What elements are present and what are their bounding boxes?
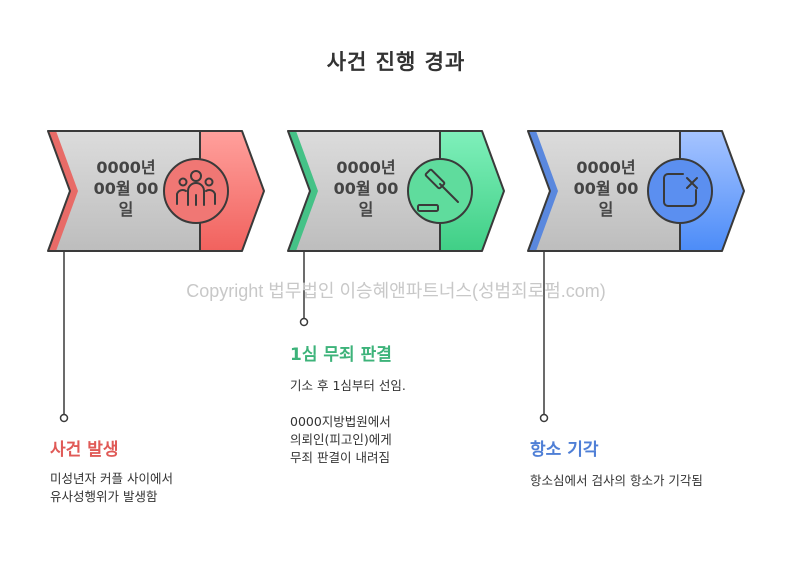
people-icon	[176, 170, 216, 206]
step-1-date: 0000년 00월 00 일	[93, 158, 159, 219]
step-2-heading: 1심 무죄 판결	[290, 345, 392, 365]
chevron-step-2	[287, 130, 505, 252]
step-2-date: 0000년 00월 00 일	[333, 158, 399, 219]
chevron-step-1	[47, 130, 265, 252]
page-title: 사건 진행 경과	[326, 50, 466, 74]
step-3-date: 0000년 00월 00 일	[573, 158, 639, 219]
watermark: Copyright 법무법인 이승혜앤파트너스(성범죄로펌.com)	[186, 281, 606, 301]
connector-step-1	[59, 251, 69, 423]
connector-step-3	[539, 251, 549, 423]
step-1-description: 미성년자 커플 사이에서 유사성행위가 발생함	[50, 471, 173, 504]
gavel-icon	[417, 168, 459, 212]
step-1-heading: 사건 발생	[50, 440, 119, 460]
step-3-heading: 항소 기각	[530, 440, 599, 460]
chevron-step-3	[527, 130, 745, 252]
dismiss-icon	[663, 173, 698, 207]
step-3-description: 항소심에서 검사의 항소가 기각됨	[530, 473, 703, 488]
connector-step-2	[299, 251, 309, 327]
step-2-description: 기소 후 1심부터 선임. 0000지방법원에서 의뢰인(피고인)에게 무죄 판…	[290, 378, 406, 465]
